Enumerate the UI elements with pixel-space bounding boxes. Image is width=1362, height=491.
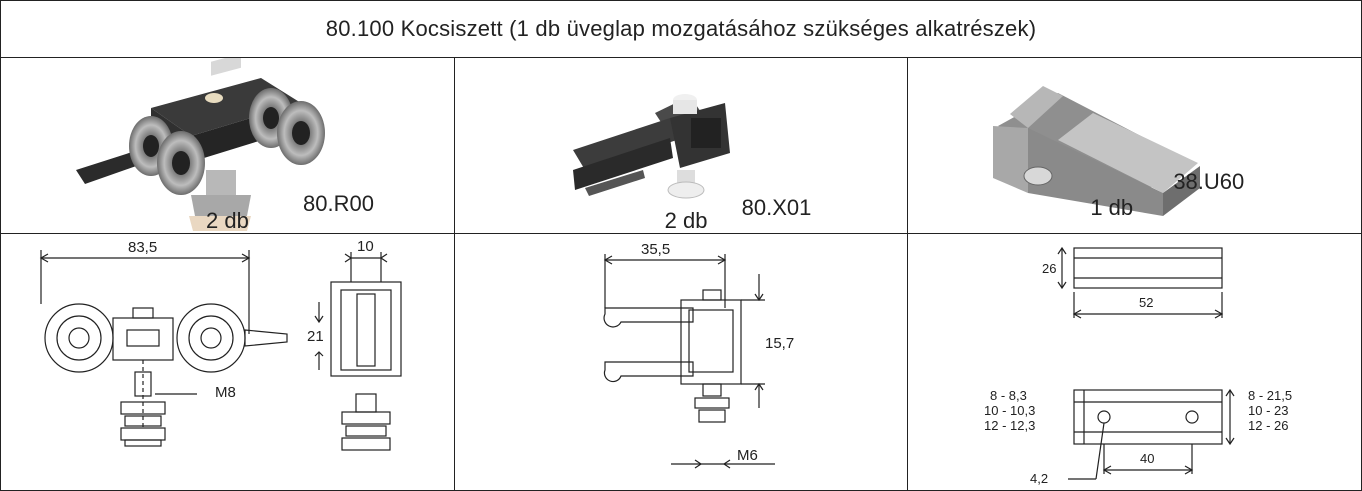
glass-holder-image [993,86,1201,217]
part-code: 80.X01 [741,195,812,221]
dim-width: 83,5 [128,239,157,256]
clamp-drawing: 35,5 15,7 M6 [603,241,794,469]
part-quantity: 1 db [1090,195,1134,221]
dim-hole-spacing: 40 [1140,451,1154,466]
range-left: 8 - 8,3 [990,388,1027,403]
part-quantity: 2 db [206,208,249,234]
range-left: 10 - 10,3 [984,403,1035,418]
part-cell-x01: 80.X01 2 db [453,57,909,235]
range-right: 10 - 23 [1248,403,1288,418]
roller-carriage-image [76,58,325,232]
dim-height: 26 [1042,261,1056,276]
part-quantity: 2 db [664,208,708,234]
dim-height: 15,7 [765,335,794,352]
part-code: 80.R00 [303,191,374,217]
clamp-image [572,94,730,199]
dim-hole-diameter: 4,2 [1030,471,1048,486]
roller-carriage-drawing: 83,5 M8 21 10 [39,238,402,452]
dim-side-width: 10 [357,238,374,255]
range-left: 12 - 12,3 [984,418,1035,433]
part-cell-u60: 38.U60 1 db [907,57,1362,235]
drawing-cell-u60: 26 52 40 4,2 8 - 8,3 10 - 10,3 12 - 12,3… [907,233,1362,491]
range-right: 12 - 26 [1248,418,1288,433]
dim-thread: M8 [215,384,236,401]
part-cell-r00: 80.R00 2 db [0,57,455,235]
dim-width: 35,5 [641,241,670,258]
table-title: 80.100 Kocsiszett (1 db üveglap mozgatás… [0,0,1362,59]
glass-holder-drawing: 26 52 40 4,2 8 - 8,3 10 - 10,3 12 - 12,3… [984,247,1292,486]
part-code: 38.U60 [1173,169,1245,195]
dim-thread: M6 [737,447,758,464]
range-right: 8 - 21,5 [1248,388,1292,403]
drawing-cell-x01: 35,5 15,7 M6 [453,233,909,491]
drawing-cell-r00: 83,5 M8 21 10 [0,233,455,491]
dim-length: 52 [1139,295,1153,310]
dim-height: 21 [307,328,324,345]
